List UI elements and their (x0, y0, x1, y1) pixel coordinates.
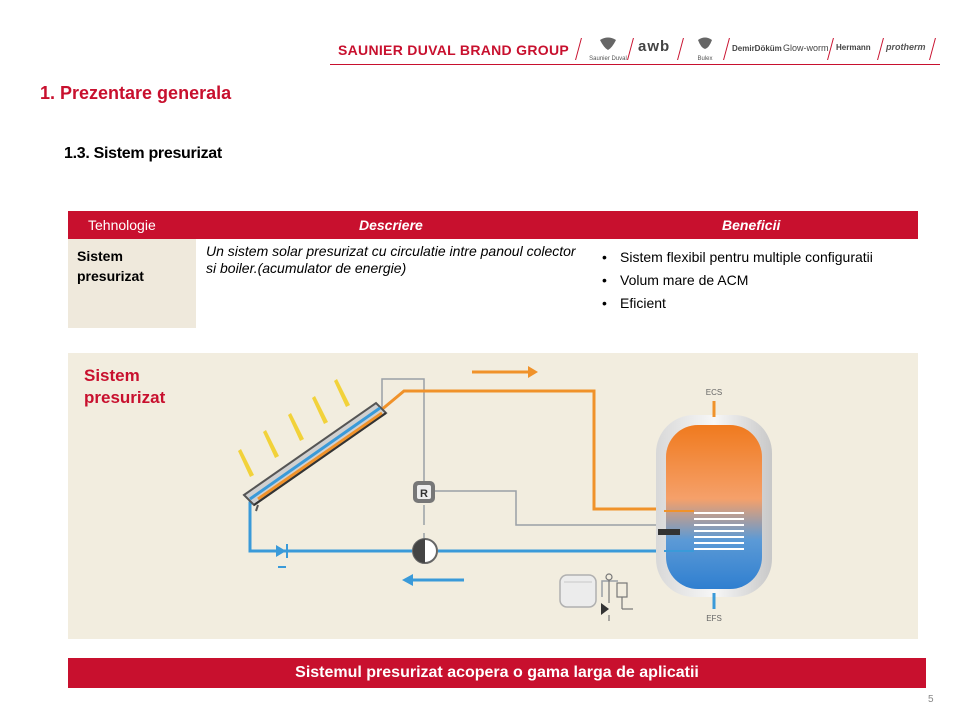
brand-separator (929, 38, 936, 60)
storage-tank-icon (656, 401, 772, 609)
protherm-logo: protherm (886, 42, 926, 52)
hot-supply-pipe (379, 389, 663, 511)
header-description: Descriere (359, 217, 423, 233)
diagram-title: Sistem presurizat (84, 366, 166, 407)
regulator-label: R (420, 488, 428, 500)
expansion-vessel-icon (559, 574, 597, 608)
circulation-pump-icon (412, 538, 438, 564)
glow-worm-logo: Glow-worm (783, 43, 829, 53)
saunier-duval-emblem-icon: Saunier Duval (589, 37, 627, 62)
safety-valve-icon (601, 573, 633, 621)
bulex-logo: Bulex (688, 36, 722, 64)
page-number: 5 (928, 694, 934, 705)
header-benefits: Beneficii (722, 217, 781, 233)
brand-separator (677, 38, 684, 60)
check-valve-icon (276, 544, 288, 568)
solar-system-schematic: R (238, 366, 772, 623)
header-technology: Tehnologie (88, 217, 156, 233)
cold-flow-arrow (402, 574, 464, 586)
footer-banner: Sistemul presurizat acopera o gama larga… (68, 658, 926, 688)
awb-logo: awb (638, 38, 671, 55)
table-header: Tehnologie Descriere Beneficii (68, 211, 918, 239)
header-divider (330, 64, 940, 65)
brand-header: SAUNIER DUVAL BRAND GROUP Saunier Duval … (330, 36, 940, 66)
hot-flow-arrow (472, 366, 538, 378)
benefits-list: Sistem flexibil pentru multiple configur… (600, 247, 873, 316)
list-item: Volum mare de ACM (600, 270, 873, 293)
bulex-emblem-icon: Bulex (697, 37, 713, 62)
list-item: Eficient (600, 293, 873, 316)
demirdokum-logo: DemirDöküm (732, 44, 782, 53)
brand-separator (877, 38, 884, 60)
section-title: 1. Prezentare generala (40, 83, 232, 103)
description-cell: Un sistem solar presurizat cu circulatie… (206, 243, 576, 276)
brand-group-name: SAUNIER DUVAL BRAND GROUP (338, 42, 569, 58)
efs-label: EFS (706, 614, 722, 623)
solar-collector-icon (242, 401, 388, 512)
svg-text:Bulex: Bulex (697, 56, 712, 62)
list-item: Sistem flexibil pentru multiple configur… (600, 247, 873, 270)
technology-cell: Sistem presurizat (68, 239, 196, 328)
saunier-duval-logo: Saunier Duval (586, 36, 630, 64)
brand-separator (575, 38, 582, 60)
ecs-label: ECS (706, 388, 722, 397)
subsection-title: 1.3. Sistem presurizat (64, 145, 222, 162)
sun-rays-icon (238, 379, 350, 477)
brand-separator (723, 38, 730, 60)
svg-text:Saunier Duval: Saunier Duval (589, 56, 627, 62)
regulator-icon: R (413, 481, 435, 503)
system-diagram: R (68, 353, 918, 639)
hermann-logo: Hermann (836, 43, 871, 52)
technology-value: Sistem presurizat (77, 248, 144, 284)
